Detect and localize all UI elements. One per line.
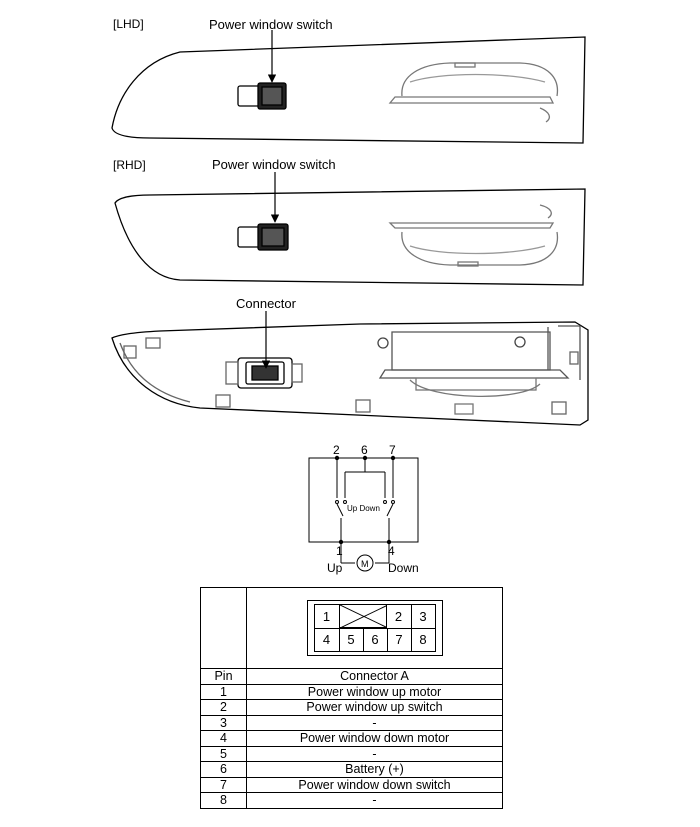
row-desc: Power window down motor bbox=[246, 730, 503, 747]
terminal-dots bbox=[334, 455, 396, 545]
row-desc: Power window down switch bbox=[246, 776, 503, 793]
row-pin: 2 bbox=[200, 699, 247, 716]
face-pin-7: 7 bbox=[386, 628, 411, 651]
up-label: Up bbox=[327, 561, 343, 575]
lhd-door-panel bbox=[111, 36, 586, 144]
row-desc: Power window up switch bbox=[246, 699, 503, 716]
row-desc: Power window up motor bbox=[246, 683, 503, 700]
row-pin: 3 bbox=[200, 714, 247, 731]
face-pin-1: 1 bbox=[322, 608, 331, 624]
face-key-cross bbox=[339, 604, 386, 628]
row-pin: 7 bbox=[200, 776, 247, 793]
connector-face-cell: 1 2 3 4 5 6 7 8 bbox=[246, 587, 503, 669]
motor-symbol bbox=[356, 554, 374, 572]
row-pin: 6 bbox=[200, 761, 247, 778]
switch-label: Up Down bbox=[347, 504, 380, 513]
pin-table: 1 2 3 4 5 6 7 8 Pin bbox=[200, 587, 503, 809]
table-row: 8- bbox=[200, 792, 503, 809]
row-desc: Battery (+) bbox=[246, 761, 503, 778]
row-desc: - bbox=[246, 745, 503, 762]
face-pin-5: 5 bbox=[338, 628, 363, 651]
pin-label-4: 4 bbox=[388, 544, 395, 558]
face-pin-8: 8 bbox=[410, 628, 435, 651]
lhd-tag: [LHD] bbox=[113, 17, 144, 31]
row-desc: - bbox=[246, 792, 503, 809]
connector-face-row: 1 2 3 4 5 6 7 8 bbox=[200, 587, 503, 669]
down-label: Down bbox=[388, 561, 419, 575]
row-pin: 4 bbox=[200, 730, 247, 747]
table-row: 5- bbox=[200, 745, 503, 762]
rhd-switch-callout: Power window switch bbox=[212, 157, 336, 172]
table-row: 3- bbox=[200, 714, 503, 731]
pin-label-7: 7 bbox=[389, 443, 396, 457]
face-pin-3: 3 bbox=[410, 605, 435, 628]
face-pin-2: 2 bbox=[394, 608, 403, 624]
pin-label-2: 2 bbox=[333, 443, 340, 457]
motor-label: M bbox=[361, 559, 369, 569]
lhd-switch-callout: Power window switch bbox=[209, 17, 333, 32]
row-pin: 8 bbox=[200, 792, 247, 809]
connector-face: 1 2 3 4 5 6 7 8 bbox=[306, 600, 443, 656]
face-pin-4: 4 bbox=[314, 628, 339, 651]
pin-label-1: 1 bbox=[336, 544, 343, 558]
back-panel bbox=[111, 321, 589, 426]
line-drawings: 2 6 7 1 4 Up Down M Up Down bbox=[111, 30, 589, 575]
row-pin: 5 bbox=[200, 745, 247, 762]
header-connector: Connector A bbox=[246, 668, 503, 685]
row-desc: - bbox=[246, 714, 503, 731]
row-pin: 1 bbox=[200, 683, 247, 700]
face-pin-6: 6 bbox=[362, 628, 387, 651]
connector-callout: Connector bbox=[236, 296, 296, 311]
header-pin: Pin bbox=[200, 668, 247, 685]
rhd-door-panel bbox=[114, 188, 586, 286]
face-blank-key bbox=[338, 604, 387, 628]
table-header-row: Pin Connector A bbox=[200, 668, 503, 685]
circuit-schematic bbox=[308, 457, 419, 572]
rhd-tag: [RHD] bbox=[113, 158, 146, 172]
switch-body bbox=[308, 457, 419, 543]
pin-label-6: 6 bbox=[361, 443, 368, 457]
